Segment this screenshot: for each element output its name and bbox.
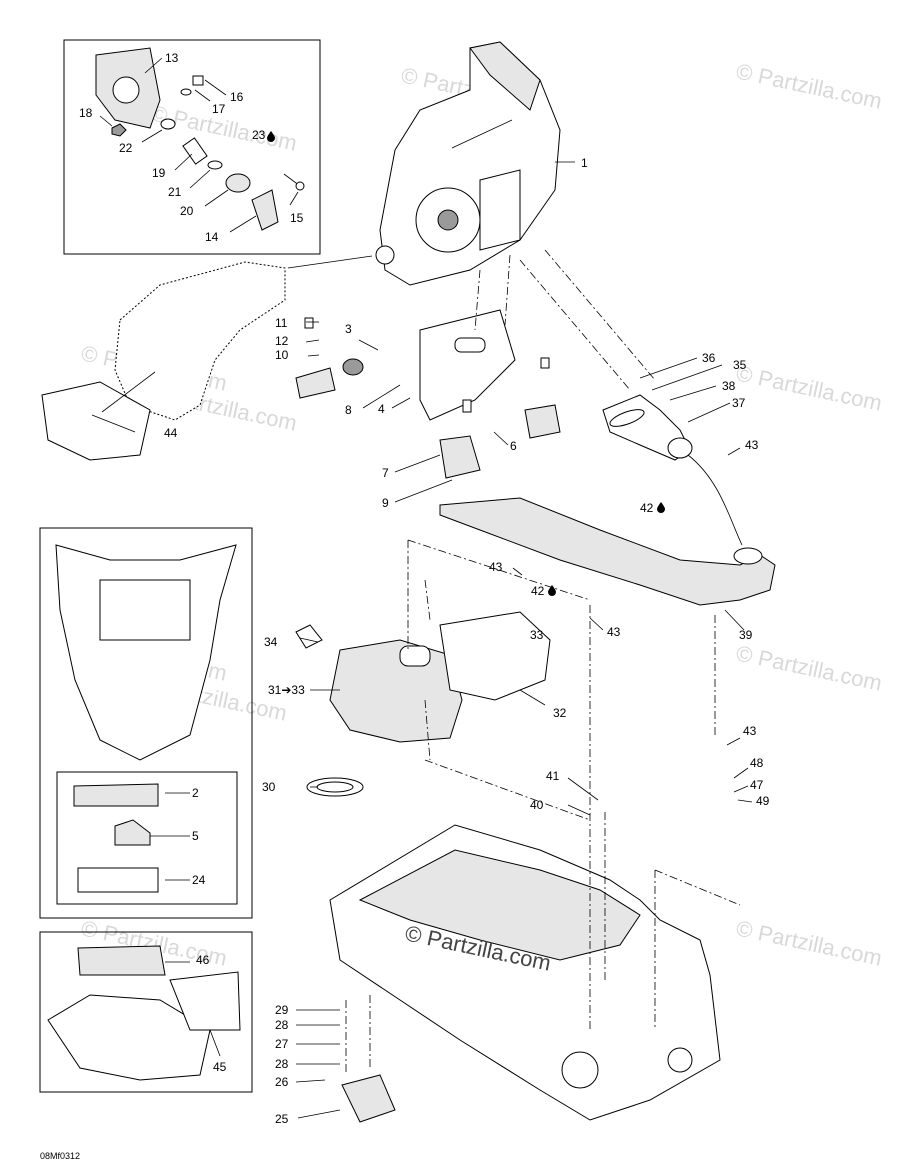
tuned-pipe: [439, 497, 776, 606]
exhaust-manifold: [602, 394, 693, 461]
callout-49: 49: [756, 794, 770, 808]
sealant-drop-icon: [548, 585, 556, 596]
callout-5: 5: [192, 829, 199, 843]
watermark: © Partzilla.com: [734, 360, 884, 415]
callout-labels: 1 2 3 4 5 6 7 8 9 10 11 12 13 14 15 16 1…: [79, 51, 770, 1126]
callout-2: 2: [192, 786, 199, 800]
callout-25: 25: [275, 1112, 289, 1126]
callout-43: 43: [745, 438, 759, 452]
callout-33: 33: [530, 628, 544, 642]
callout-46: 46: [196, 953, 210, 967]
sealant-drop-icon: [657, 502, 665, 513]
callout-41: 41: [546, 769, 560, 783]
callout-32: 32: [553, 706, 567, 720]
callout-29: 29: [275, 1003, 289, 1017]
callout-43: 43: [607, 625, 621, 639]
callout-8: 8: [345, 403, 352, 417]
callout-14: 14: [205, 230, 219, 244]
callout-17: 17: [212, 102, 226, 116]
engine-mount-plate: [295, 309, 561, 479]
assembly-lines: [345, 249, 743, 1075]
callout-39: 39: [739, 628, 753, 642]
callout-13: 13: [165, 51, 179, 65]
callout-28: 28: [275, 1057, 289, 1071]
callout-26: 26: [275, 1075, 289, 1089]
callout-15: 15: [290, 211, 304, 225]
callout-30: 30: [262, 780, 276, 794]
callout-47: 47: [750, 778, 764, 792]
callout-11: 11: [275, 316, 288, 330]
callout-35: 35: [733, 358, 747, 372]
callout-18: 18: [79, 106, 93, 120]
callout-36: 36: [702, 351, 716, 365]
callout-31-33: 31➔33: [268, 683, 305, 697]
callout-16: 16: [230, 90, 244, 104]
inset-box-mounting: [63, 39, 321, 255]
drawing-code: 08Mf0312: [40, 1151, 80, 1161]
callout-28: 28: [275, 1018, 289, 1032]
callout-24: 24: [192, 873, 206, 887]
inset-box-hood: [39, 527, 253, 919]
callout-1: 1: [581, 156, 588, 170]
watermark: © Partzilla.com: [734, 640, 884, 695]
callout-42: 42: [640, 501, 654, 515]
callout-22: 22: [119, 141, 133, 155]
callout-10: 10: [275, 348, 289, 362]
callout-45: 45: [213, 1060, 227, 1074]
callout-37: 37: [732, 396, 746, 410]
callout-40: 40: [530, 798, 544, 812]
callout-44: 44: [164, 426, 178, 440]
sealant-drop-icon: [267, 131, 275, 142]
callout-21: 21: [168, 185, 182, 199]
callout-43: 43: [489, 560, 503, 574]
inset-box-belly-pan: [39, 931, 253, 1093]
watermark: © Partzilla.com: [734, 58, 884, 113]
callout-6: 6: [510, 439, 517, 453]
callout-20: 20: [180, 204, 194, 218]
belt-guard: [41, 261, 286, 461]
callout-48: 48: [750, 756, 764, 770]
callout-9: 9: [382, 496, 389, 510]
watermark: © Partzilla.com: [734, 915, 884, 970]
engine-assembly: [375, 41, 561, 286]
callout-34: 34: [264, 635, 278, 649]
callout-4: 4: [378, 402, 385, 416]
callout-38: 38: [722, 379, 736, 393]
callout-27: 27: [275, 1037, 289, 1051]
callout-7: 7: [382, 466, 389, 480]
callout-42: 42: [531, 584, 545, 598]
callout-43: 43: [743, 724, 757, 738]
callout-3: 3: [345, 322, 352, 336]
callout-23: 23: [252, 128, 266, 142]
callout-19: 19: [152, 166, 166, 180]
callout-12: 12: [275, 334, 289, 348]
muffler-assembly: [295, 611, 551, 797]
leader-lines: [91, 57, 753, 1119]
chassis-frame: [329, 824, 721, 1123]
